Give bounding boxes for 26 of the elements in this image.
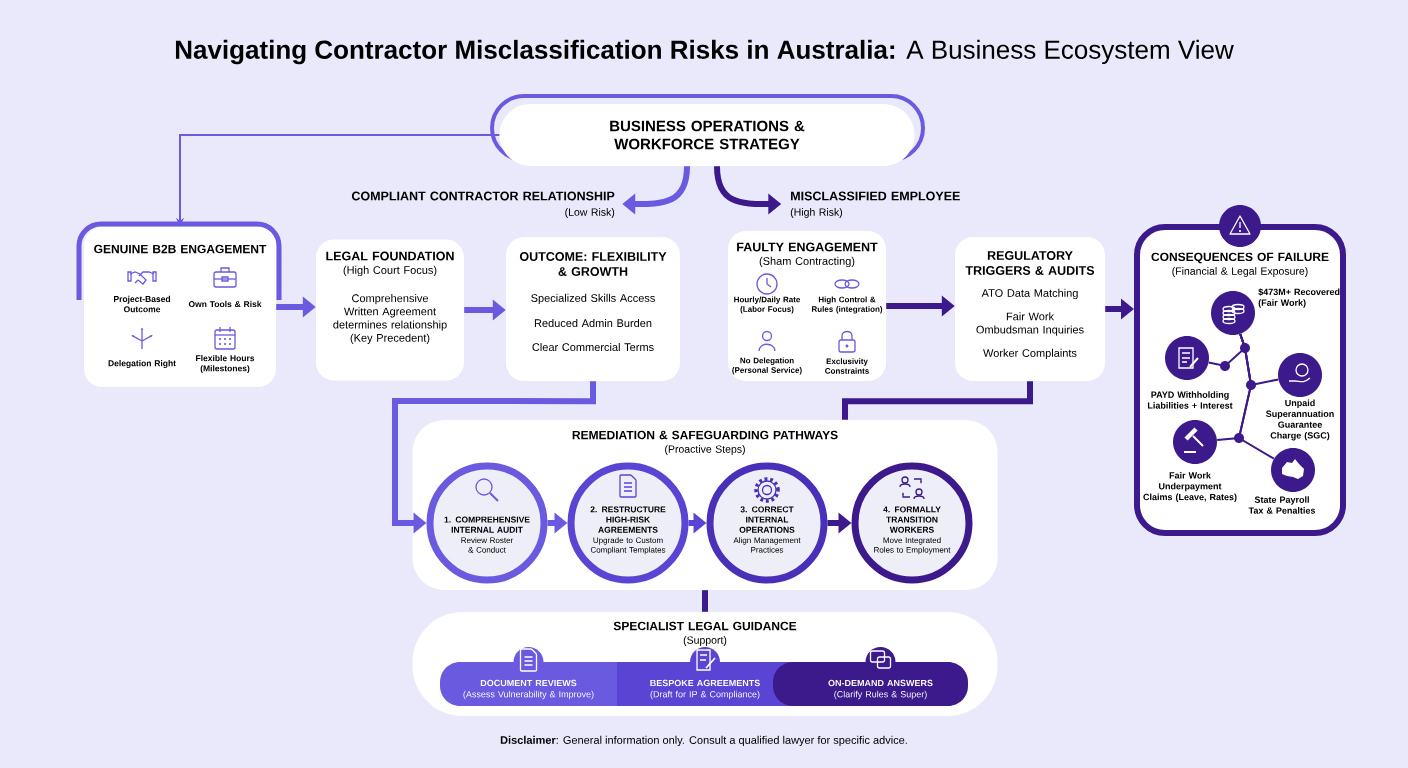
node-label: Exclusivity Constraints <box>825 358 869 374</box>
info-card: LEGAL FOUNDATION (High Court Focus) Comprehensive Written Agreement determines relationship (Key Precedent) <box>316 239 464 381</box>
pill-box: BUSINESS OPERATIONS & WORKFORCE STRATEGY <box>490 94 925 166</box>
connector-line <box>702 590 708 612</box>
service-tab: BESPOKE AGREEMENTS (Draft for IP & Compliance) <box>617 647 793 706</box>
disclaimer: Disclaimer: General information only. Consult a qualified lawyer for specific advice. <box>500 735 907 747</box>
connector-line <box>842 381 1033 420</box>
info-card: GENUINE B2B ENGAGEMENT Project-Based Outcome Own Tools & Risk Delegation Right Flexible Hours (Milestones) <box>76 221 282 387</box>
consequence-text: Unpaid Superannuation Guarantee Charge (SGC) <box>1266 399 1334 441</box>
node-label: No Delegation (Personal Service) <box>732 357 802 375</box>
title: Navigating Contractor Misclassification Risks in Australia: A Business Ecosystem View <box>175 39 1234 65</box>
service-tab: ON-DEMAND ANSWERS (Clarify Rules & Super) <box>773 647 968 706</box>
branch-label: MISCLASSIFIED EMPLOYEE (High Risk) <box>790 191 960 218</box>
branch-label: COMPLIANT CONTRACTOR RELATIONSHIP (Low Risk) <box>351 191 615 218</box>
consequence-text: Fair Work Underpayment Claims (Leave, Rates) <box>1143 472 1237 502</box>
node-label: High Control & Rules (integration) <box>811 296 883 314</box>
info-card: OUTCOME: FLEXIBILITY & GROWTH Specialized Skills Access Reduced Admin Burden Clear Commercial Terms <box>506 237 680 381</box>
consequence-text: State Payroll Tax & Penalties <box>1248 496 1316 514</box>
consequence-text: PAYD Withholding Liabilities + Interest <box>1147 391 1233 409</box>
consequence-text: $473M+ Recovered (Fair Work) <box>1258 288 1340 308</box>
info-card: REGULATORY TRIGGERS & AUDITS ATO Data Matching Fair Work Ombudsman Inquiries Worker Complaints <box>955 237 1105 381</box>
connector-line <box>1237 333 1275 460</box>
node-label: FAULTY ENGAGEMENT <box>737 242 878 252</box>
node-label: (Sham Contracting) <box>759 256 855 268</box>
info-card: FAULTY ENGAGEMENT (Sham Contracting) Hourly/Daily Rate (Labor Focus) High Control & Rules (integration) No Delegation (Personal Service) Exclusivity Constraints <box>728 231 886 381</box>
node-label: Hourly/Daily Rate (Labor Focus) <box>734 296 801 314</box>
